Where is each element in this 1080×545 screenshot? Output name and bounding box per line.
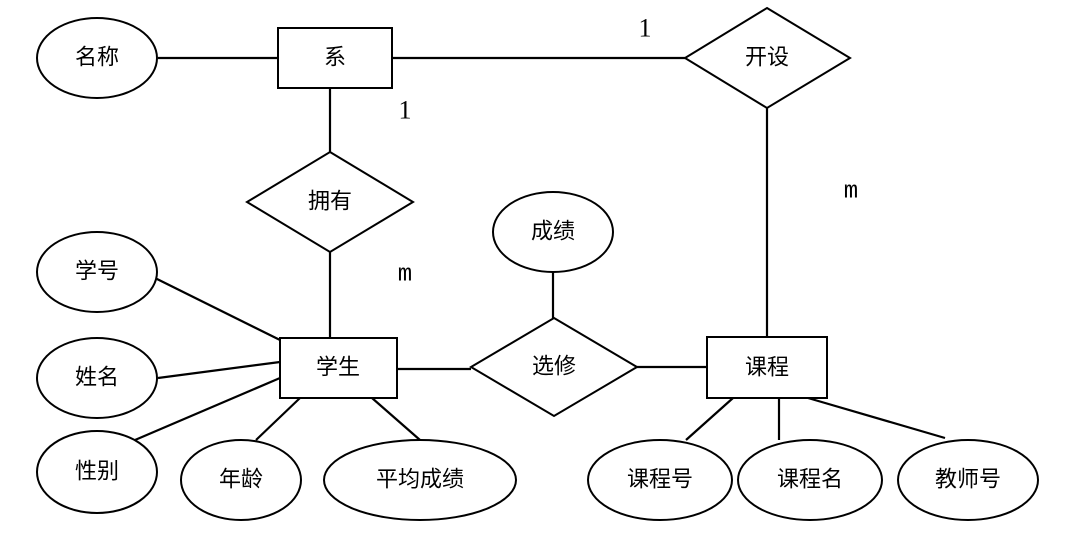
cardinality-has-student: m [398,262,412,289]
attribute-teacher-no: 教师号 [897,439,1039,521]
attribute-course-no-label: 课程号 [627,468,693,493]
attribute-grade-label: 成绩 [531,220,575,245]
attribute-course-name: 课程名 [737,439,883,521]
attribute-avg-grade-label: 平均成绩 [376,468,464,493]
attribute-age-label: 年龄 [219,468,263,493]
relationship-has: 拥有 [245,150,415,254]
attribute-grade: 成绩 [492,191,614,273]
attribute-dept-name-label: 名称 [75,46,119,71]
edge-gender-student [134,376,281,442]
attribute-gender-label: 性别 [75,460,119,485]
edge-studentno-student [154,277,281,341]
entity-course: 课程 [706,336,828,399]
relationship-offers-label: 开设 [745,46,789,71]
entity-department: 系 [277,27,393,89]
edge-teacherno-course [807,396,946,440]
entity-student-label: 学生 [316,356,360,381]
edge-courseno-course [685,397,734,441]
attribute-student-no: 学号 [36,231,158,313]
attribute-teacher-no-label: 教师号 [935,468,1001,493]
attribute-course-name-label: 课程名 [777,468,843,493]
edge-avggrade-student [371,397,421,441]
attribute-student-name: 姓名 [36,337,158,419]
entity-student: 学生 [279,337,398,399]
cardinality-has-dept: 1 [399,96,412,125]
relationship-has-label: 拥有 [308,190,352,215]
attribute-dept-name: 名称 [36,17,158,99]
attribute-gender: 性别 [36,430,158,514]
attribute-student-no-label: 学号 [75,260,119,285]
connections [134,56,946,442]
attribute-course-no: 课程号 [587,439,733,521]
attribute-student-name-label: 姓名 [75,366,119,391]
entity-course-label: 课程 [745,356,789,381]
cardinality-offers-dept: 1 [639,14,652,43]
relationship-enroll: 选修 [469,316,639,418]
attribute-avg-grade: 平均成绩 [323,439,517,521]
relationship-enroll-label: 选修 [532,355,576,380]
edge-name-student [157,360,281,380]
attribute-age: 年龄 [180,439,302,521]
cardinality-offers-course: m [844,179,858,206]
edge-age-student [255,397,301,441]
entity-department-label: 系 [324,46,346,71]
relationship-offers: 开设 [683,6,852,110]
